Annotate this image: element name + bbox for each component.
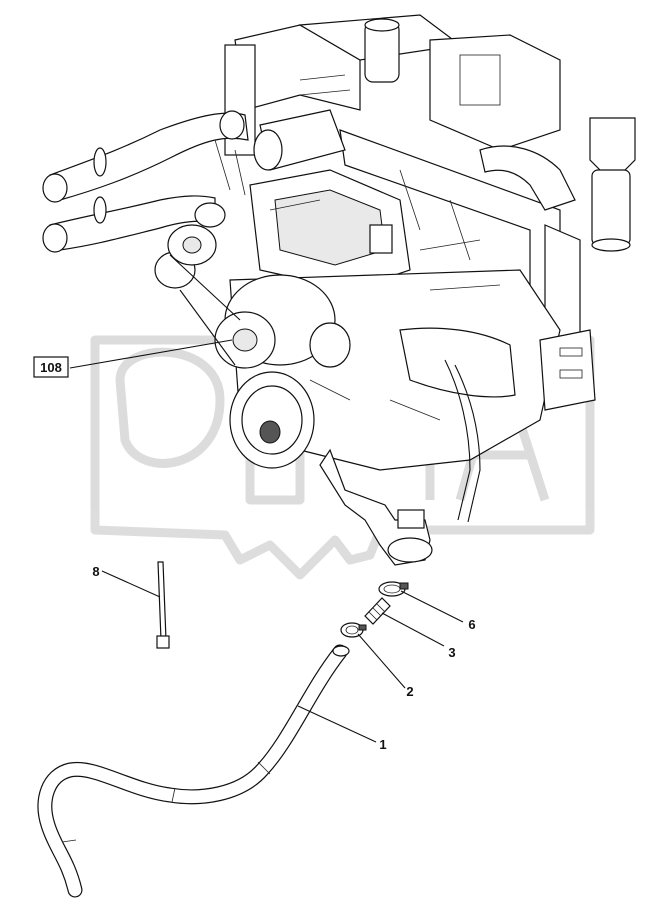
callout-8[interactable]: 8	[92, 564, 99, 579]
leader-lines	[69, 339, 464, 743]
cable-tie-8[interactable]	[156, 561, 170, 649]
hose-clamp-2[interactable]	[340, 622, 367, 638]
callout-108[interactable]: 108	[33, 356, 69, 378]
callout-1[interactable]: 1	[379, 737, 386, 752]
hose-clamp-6[interactable]	[378, 581, 409, 597]
hose-fitting-3[interactable]	[364, 597, 391, 625]
callout-3[interactable]: 3	[448, 645, 455, 660]
callout-6[interactable]: 6	[468, 617, 475, 632]
callout-2[interactable]: 2	[406, 684, 413, 699]
hose-1[interactable]	[37, 644, 350, 898]
engine-assembly-drawing	[42, 14, 636, 566]
svg-text:108: 108	[40, 360, 62, 375]
